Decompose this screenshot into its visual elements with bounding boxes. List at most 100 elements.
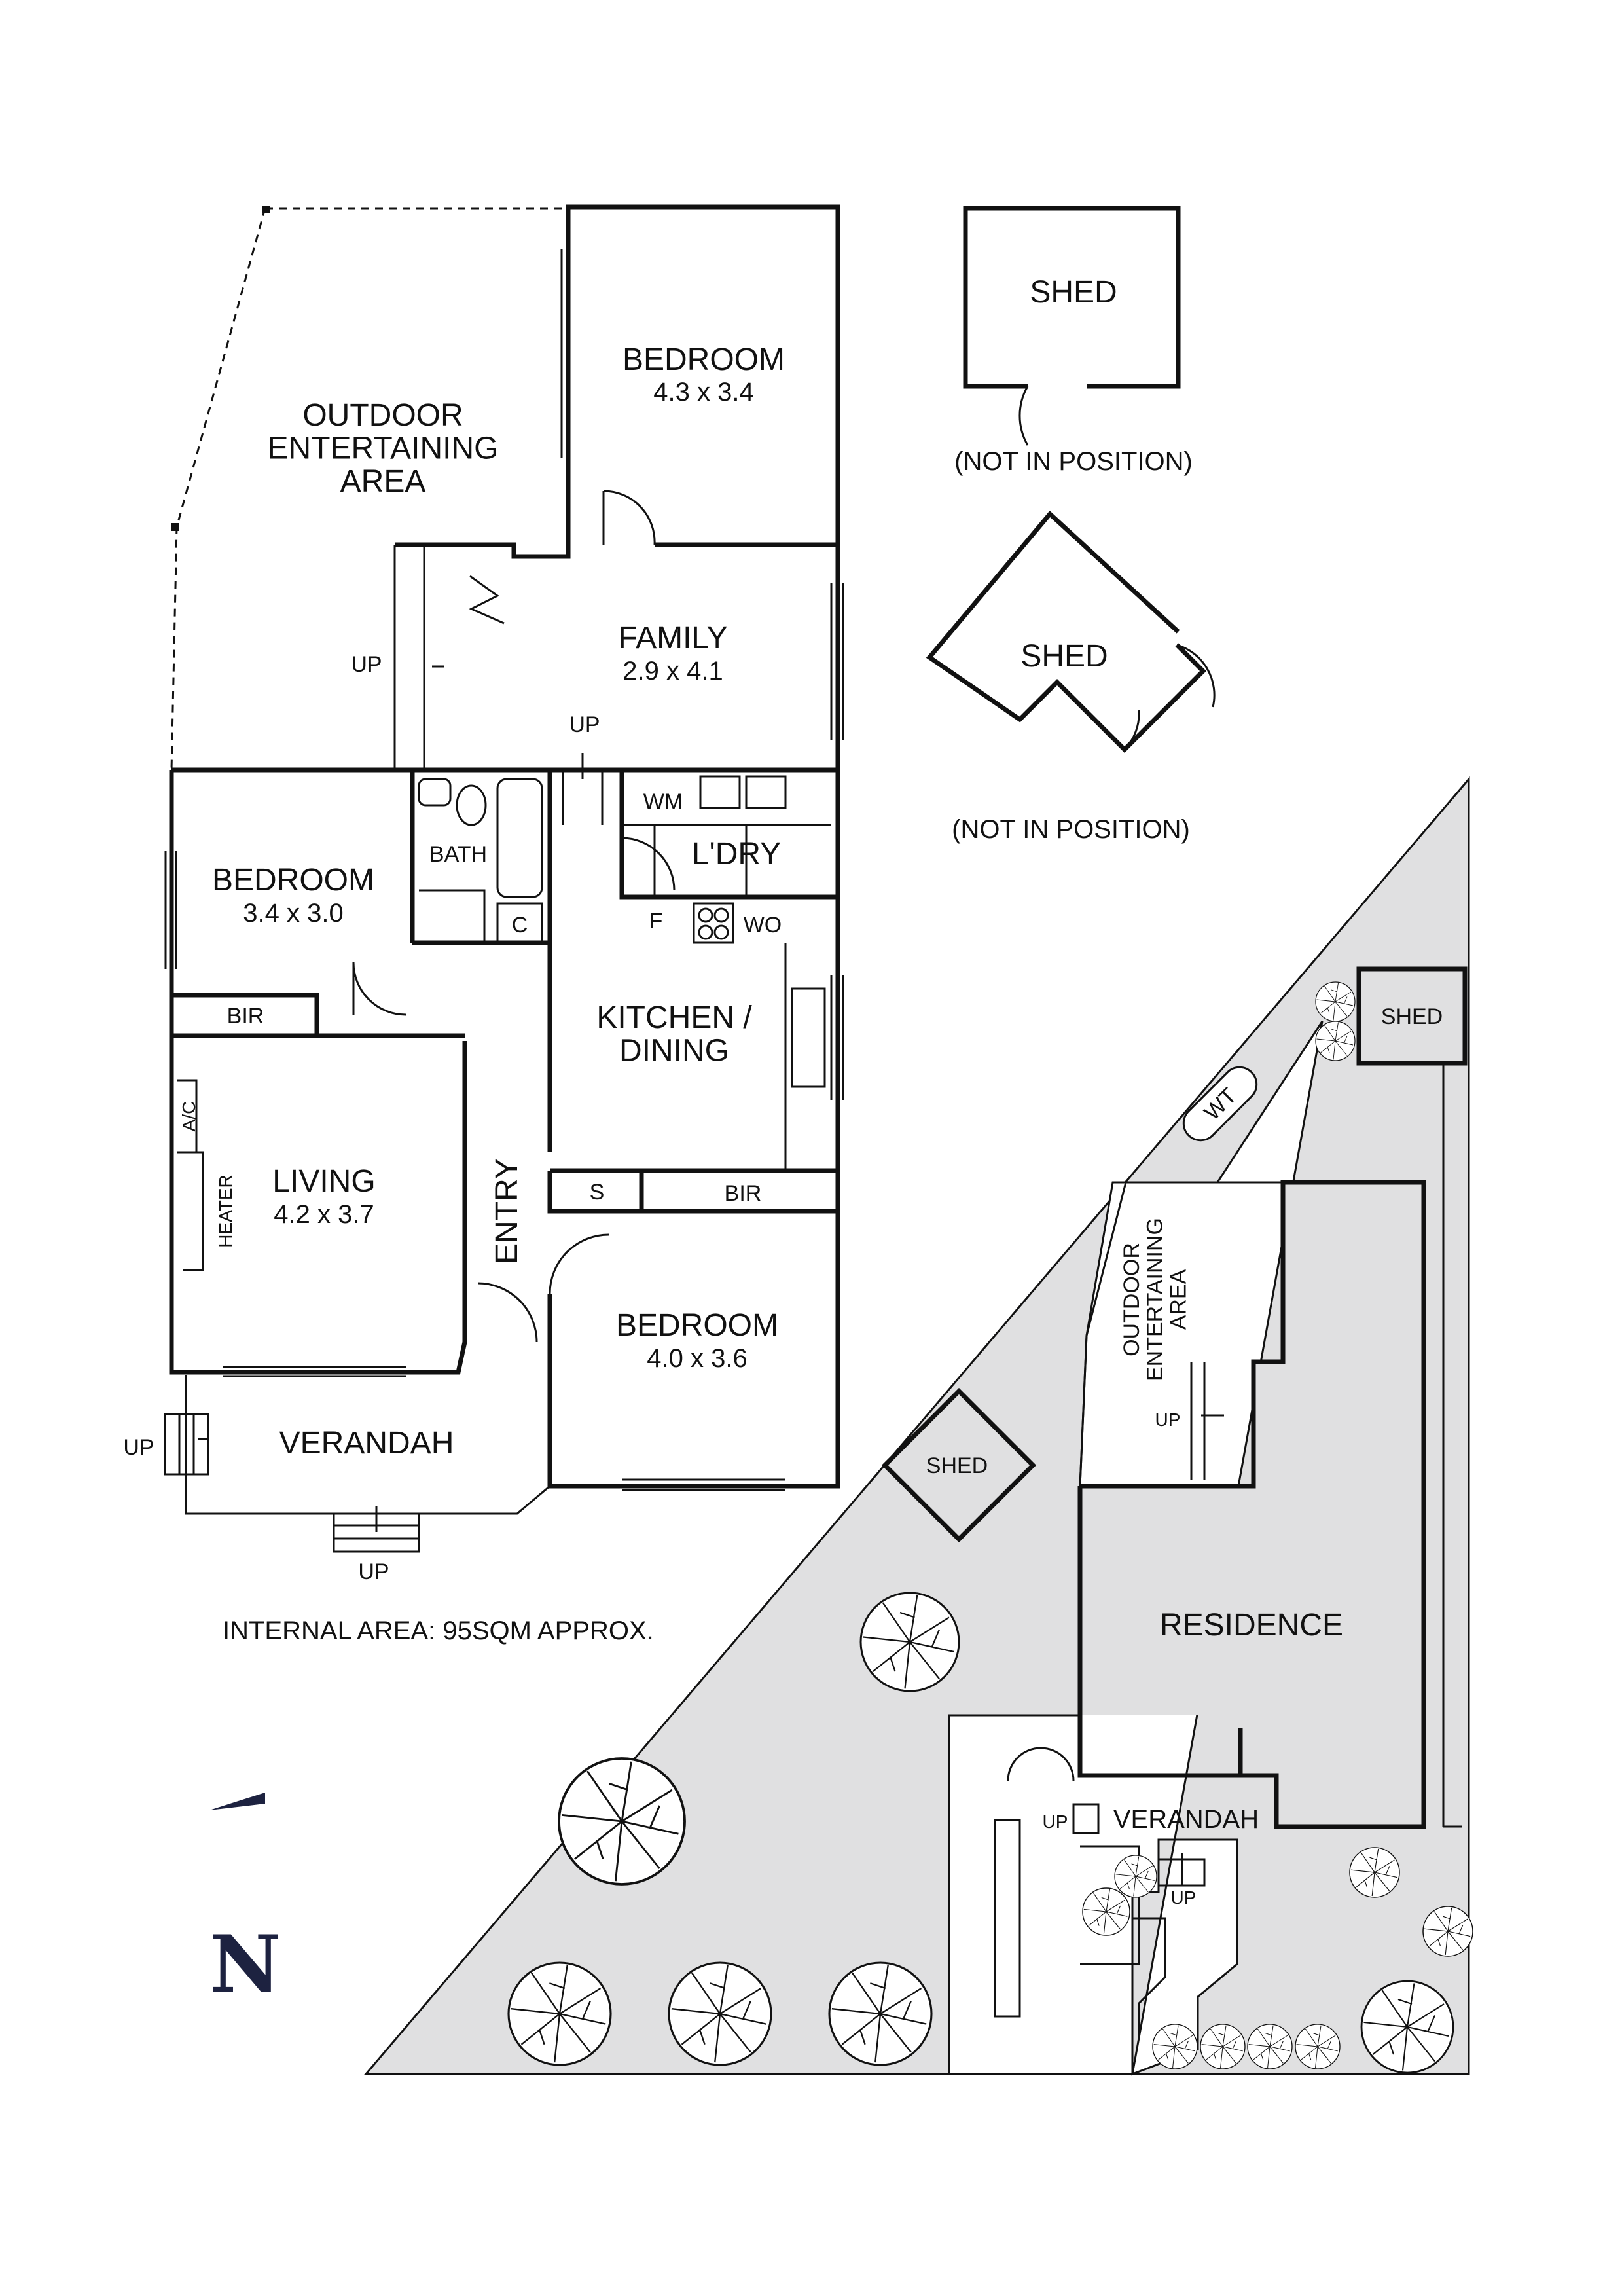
garden-bed	[1080, 1845, 1140, 1965]
bedroom2-dims: 3.4 x 3.0	[243, 899, 343, 928]
site-verandah-label: VERANDAH	[1113, 1805, 1259, 1834]
bedroom3-dims: 4.0 x 3.6	[647, 1344, 747, 1373]
site-front-steps	[1157, 1853, 1206, 1887]
tree-icon	[1315, 981, 1356, 1022]
tree-icon	[1152, 2024, 1198, 2069]
tree-icon	[1360, 1980, 1454, 2074]
text-line: ENTERTAINING	[268, 431, 499, 465]
bedroom2-name: BEDROOM	[212, 863, 374, 898]
tree-icon	[1247, 2024, 1293, 2069]
bedroom2-window	[164, 851, 177, 969]
sheds: SHED (NOT IN POSITION) SHED (NOT IN POSI…	[926, 206, 1216, 844]
bifold-door	[469, 575, 505, 625]
bedroom3-window	[622, 1478, 785, 1491]
site-verandah-step	[1072, 1803, 1100, 1834]
kitchen-label: KITCHEN /DINING	[596, 1000, 752, 1068]
cooktop	[693, 902, 734, 944]
up-label-entry: UP	[569, 712, 600, 737]
tree-icon	[1114, 1855, 1157, 1898]
site-outdoor-label: OUTDOORENTERTAININGAREA	[1119, 1218, 1191, 1381]
family-window	[830, 583, 844, 740]
burner	[713, 924, 729, 940]
up-label-outdoor: UP	[351, 652, 382, 677]
site-shed-top-label: SHED	[1381, 1004, 1443, 1029]
residence-label: RESIDENCE	[1160, 1608, 1343, 1643]
bir1-walls	[171, 993, 465, 1038]
wall-oven-label: WO	[744, 913, 782, 938]
shed1-name: SHED	[1030, 275, 1117, 310]
tree-icon	[1082, 1887, 1130, 1936]
shed2-name: SHED	[1020, 639, 1108, 674]
shed2-note: (NOT IN POSITION)	[952, 815, 1190, 844]
residence-fill	[1080, 1182, 1424, 1827]
entry-door-swing	[477, 1282, 538, 1343]
outdoor-steps	[393, 545, 425, 770]
family-dims: 2.9 x 4.1	[622, 657, 723, 685]
bir2-label: BIR	[725, 1181, 762, 1206]
tree-icon	[1200, 2024, 1246, 2069]
bedroom1-name: BEDROOM	[622, 342, 785, 377]
shed2-walls	[926, 510, 1206, 753]
bir1-label: BIR	[227, 1004, 264, 1029]
north-arrow: N	[209, 1793, 281, 2011]
shed1-door	[1018, 386, 1029, 446]
burner	[698, 907, 713, 923]
tree-icon	[558, 1757, 686, 1886]
kitchen-window	[830, 975, 844, 1100]
up-label-verandah-south: UP	[358, 1559, 389, 1584]
bir2-walls	[547, 1168, 838, 1214]
text-line: DINING	[619, 1033, 729, 1068]
tree-icon	[828, 1961, 933, 2066]
tree-icon	[1295, 2024, 1341, 2069]
tree-icon	[1422, 1906, 1473, 1957]
bedroom3-door-swing	[549, 1233, 609, 1294]
family-name: FAMILY	[618, 621, 727, 655]
basin	[418, 778, 452, 807]
cupboard-label: C	[512, 913, 528, 938]
cupboard-c	[496, 902, 543, 944]
store-label: S	[590, 1180, 605, 1205]
shed1-walls	[963, 206, 1181, 389]
bedroom1-dims: 4.3 x 3.4	[653, 378, 753, 407]
site-shed-top	[1356, 966, 1468, 1066]
bedroom1-walls	[566, 204, 840, 774]
north-label: N	[209, 1918, 281, 2011]
site-verandah-up: UP	[1043, 1812, 1068, 1832]
burner	[713, 907, 729, 923]
site-gate	[1007, 1747, 1075, 1781]
text-line: AREA	[340, 464, 426, 499]
site-shed-left	[881, 1387, 1037, 1543]
kitchen-sink	[791, 987, 826, 1088]
text-line: OUTDOOR	[1119, 1243, 1144, 1357]
laundry-door-swing	[621, 837, 676, 891]
tree-icon	[507, 1961, 612, 2066]
laundry-tub-1	[699, 775, 741, 809]
site-shed-left-label: SHED	[926, 1453, 988, 1478]
shed2-door-2	[1123, 710, 1140, 751]
site-stair-edge	[1132, 1917, 1166, 2036]
post-marker	[171, 523, 179, 531]
residence-west-wall	[1077, 1486, 1240, 1778]
post-marker	[262, 206, 270, 213]
toilet	[456, 784, 487, 826]
bedroom3-walls	[547, 770, 840, 1489]
site-east-boundary	[1442, 969, 1462, 1828]
burner	[698, 924, 713, 940]
site-lot	[363, 776, 1470, 2075]
living-name: LIVING	[272, 1164, 375, 1199]
ac-label: A/C	[179, 1101, 199, 1132]
laundry-tub-2	[745, 775, 787, 809]
laundry-walls	[619, 770, 838, 900]
laundry-bench	[622, 824, 831, 897]
wm-label: WM	[643, 790, 683, 814]
laundry-label: L'DRY	[692, 837, 781, 871]
site-outdoor-up: UP	[1155, 1410, 1181, 1430]
text-line: AREA	[1166, 1269, 1191, 1330]
site-planter	[994, 1819, 1021, 2018]
north-arrow-icon	[209, 1793, 265, 1810]
heater-unit	[183, 1151, 204, 1271]
site-outdoor-steps	[1190, 1362, 1224, 1480]
tree-icon	[859, 1592, 960, 1692]
entry-label: ENTRY	[490, 1158, 524, 1264]
